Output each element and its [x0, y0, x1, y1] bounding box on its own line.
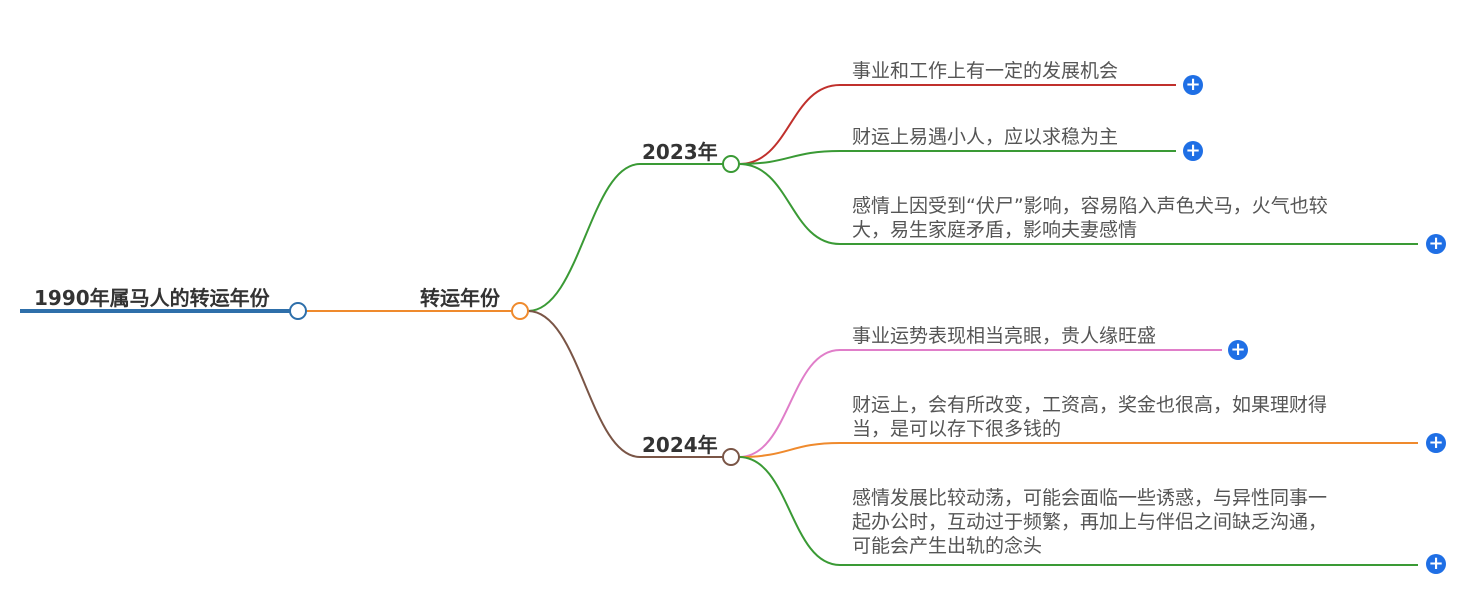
y2024-leaf3-connector — [738, 456, 1418, 566]
y2024-leaf-love[interactable]: 感情发展比较动荡，可能会面临一些诱惑，与异性同事一 起办公时，互动过于频繁，再加… — [852, 486, 1327, 558]
y2024-leaf2-connector — [738, 442, 1418, 458]
branch-2023-connector — [527, 163, 723, 312]
year-2023-label[interactable]: 2023年 — [642, 140, 718, 164]
expand-plus-icon[interactable]: + — [1426, 234, 1446, 254]
y2023-leaf2-connector — [738, 150, 1176, 165]
branch-node-circle-icon[interactable] — [511, 302, 529, 320]
leaf-line: 财运上，会有所改变，工资高，奖金也很高，如果理财得 — [852, 394, 1328, 416]
y2024-leaf-wealth[interactable]: 财运上，会有所改变，工资高，奖金也很高，如果理财得 当，是可以存下很多钱的 — [852, 393, 1327, 441]
y2023-leaf1-connector — [738, 84, 1176, 165]
y2024-leaf1-connector — [738, 349, 1222, 458]
leaf-line: 起办公时，互动过于频繁，再加上与伴侣之间缺乏沟通， — [852, 511, 1328, 533]
expand-plus-icon[interactable]: + — [1228, 340, 1248, 360]
leaf-line: 财运上易遇小人，应以求稳为主 — [852, 126, 1119, 148]
y2023-leaf3-connector — [738, 163, 1418, 245]
root-node-label[interactable]: 1990年属马人的转运年份 — [34, 286, 270, 310]
expand-plus-icon[interactable]: + — [1426, 554, 1446, 574]
root-node-circle-icon[interactable] — [289, 302, 307, 320]
leaf-line: 感情上因受到“伏尸”影响，容易陷入声色犬马，火气也较 — [852, 195, 1328, 217]
y2023-leaf-love[interactable]: 感情上因受到“伏尸”影响，容易陷入声色犬马，火气也较 大，易生家庭矛盾，影响夫妻… — [852, 194, 1328, 242]
leaf-line: 可能会产生出轨的念头 — [852, 535, 1043, 557]
expand-plus-icon[interactable]: + — [1183, 75, 1203, 95]
y2023-leaf-wealth[interactable]: 财运上易遇小人，应以求稳为主 — [852, 125, 1118, 149]
leaf-line: 当，是可以存下很多钱的 — [852, 418, 1062, 440]
leaf-line: 事业和工作上有一定的发展机会 — [852, 60, 1119, 82]
leaf-line: 感情发展比较动荡，可能会面临一些诱惑，与异性同事一 — [852, 487, 1328, 509]
y2024-leaf-career[interactable]: 事业运势表现相当亮眼，贵人缘旺盛 — [852, 324, 1156, 348]
leaf-line: 大，易生家庭矛盾，影响夫妻感情 — [852, 219, 1138, 241]
y2023-leaf-career[interactable]: 事业和工作上有一定的发展机会 — [852, 59, 1118, 83]
year-2024-label[interactable]: 2024年 — [642, 433, 718, 457]
leaf-line: 事业运势表现相当亮眼，贵人缘旺盛 — [852, 325, 1157, 347]
branch-2024-connector — [527, 310, 723, 458]
expand-plus-icon[interactable]: + — [1426, 433, 1446, 453]
y2023-node-circle-icon[interactable] — [722, 155, 740, 173]
y2024-node-circle-icon[interactable] — [722, 448, 740, 466]
branch-node-label[interactable]: 转运年份 — [420, 286, 500, 310]
expand-plus-icon[interactable]: + — [1183, 141, 1203, 161]
